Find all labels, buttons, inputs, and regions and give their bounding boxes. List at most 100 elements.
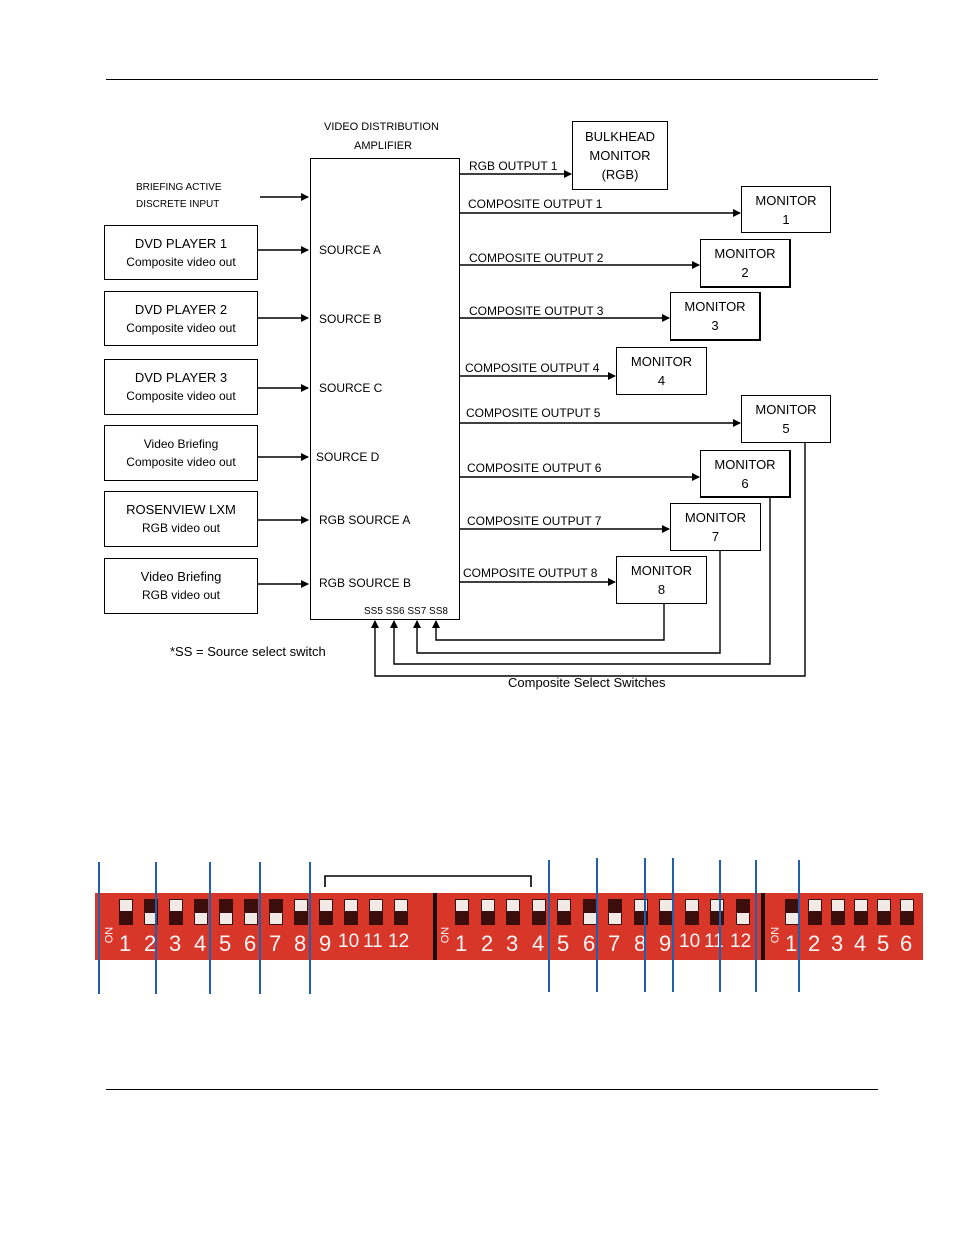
dip-switch[interactable] [831, 899, 845, 925]
dip-switch[interactable] [736, 899, 750, 925]
ss5-feedback [371, 443, 806, 677]
marker-line [98, 862, 100, 994]
dip-switch[interactable] [194, 899, 208, 925]
composite-caption: Composite Select Switches [508, 675, 666, 690]
source-box-video-briefing-composite: Video Briefing Composite video out [104, 425, 258, 481]
source-subtitle: Composite video out [126, 389, 236, 403]
input-label-rgb-source-a: RGB SOURCE A [319, 513, 411, 527]
bulkhead-line3: (RGB) [601, 167, 639, 182]
monitor-number: 4 [657, 373, 666, 388]
dip-switch-number: 11 [704, 931, 724, 952]
dip-switch-number: 6 [900, 931, 913, 956]
dip-switch[interactable] [583, 899, 597, 925]
dip-switch-number: 3 [506, 931, 519, 956]
dip-switch-knob [609, 913, 621, 924]
dip-switch-number: 1 [785, 931, 798, 956]
dip-switch[interactable] [900, 899, 914, 925]
monitor-box-3: MONITOR 3 [670, 292, 761, 341]
output-label-composite-5: COMPOSITE OUTPUT 5 [466, 406, 601, 420]
source-box-dvd-player-1: DVD PLAYER 1 Composite video out [104, 225, 258, 280]
dip-switch[interactable] [394, 899, 408, 925]
source-title: Video Briefing [143, 437, 219, 451]
dip-switch[interactable] [294, 899, 308, 925]
dip-switch-number: 1 [455, 931, 468, 956]
dip-switch[interactable] [506, 899, 520, 925]
dip-switch-number: 12 [730, 931, 752, 952]
dip-switch-number: 2 [481, 931, 494, 956]
dip-switch-knob [195, 913, 207, 924]
dip-switch-number: 3 [169, 931, 182, 956]
source-box-video-briefing-rgb: Video Briefing RGB video out [104, 558, 258, 614]
ss6-feedback [390, 497, 771, 665]
dip-switch[interactable] [685, 899, 699, 925]
input-label-source-a: SOURCE A [319, 243, 382, 257]
output-label-composite-8: COMPOSITE OUTPUT 8 [463, 566, 598, 580]
input-label-source-c: SOURCE C [319, 381, 383, 395]
marker-line [596, 858, 598, 992]
dip-switch[interactable] [219, 899, 233, 925]
dip-switch[interactable] [608, 899, 622, 925]
dip-switch[interactable] [481, 899, 495, 925]
monitor-number: 7 [711, 529, 720, 544]
dip-switch[interactable] [532, 899, 546, 925]
ss7-feedback [413, 550, 721, 654]
ss8-feedback [432, 604, 665, 641]
dip-switch[interactable] [557, 899, 571, 925]
dip-switch[interactable] [269, 899, 283, 925]
marker-line [548, 860, 550, 992]
source-subtitle: Composite video out [126, 320, 236, 335]
monitor-box-7: MONITOR 7 [670, 503, 761, 551]
bulkhead-line2: MONITOR [589, 148, 651, 163]
dip-switch-number: 11 [363, 931, 383, 952]
dip-switch[interactable] [659, 899, 673, 925]
amplifier-title-line2: AMPLIFIER [354, 140, 413, 152]
dip-switch-knob [558, 900, 570, 911]
marker-line [209, 862, 211, 994]
marker-line [644, 858, 646, 992]
switch-bracket [324, 875, 532, 887]
monitor-box-5: MONITOR 5 [741, 395, 831, 443]
on-label: ON [439, 926, 452, 944]
monitor-number: 2 [741, 265, 749, 280]
dip-switch[interactable] [854, 899, 868, 925]
dip-switch[interactable] [785, 899, 799, 925]
dip-switch[interactable] [455, 899, 469, 925]
marker-line [259, 862, 261, 994]
dip-switch[interactable] [344, 899, 358, 925]
source-title: DVD PLAYER 1 [134, 235, 228, 251]
dip-switch[interactable] [144, 899, 158, 925]
dip-switch-number: 2 [808, 931, 821, 956]
input-label-rgb-source-b: RGB SOURCE B [319, 576, 412, 590]
dip-switch[interactable] [119, 899, 133, 925]
dip-switch[interactable] [169, 899, 183, 925]
dip-switch[interactable] [244, 899, 258, 925]
bulkhead-line1: BULKHEAD [584, 129, 656, 144]
monitor-box-6: MONITOR 6 [700, 450, 791, 498]
dip-switch[interactable] [877, 899, 891, 925]
dip-switch[interactable] [369, 899, 383, 925]
output-label-rgb-1: RGB OUTPUT 1 [469, 159, 558, 173]
source-title: Video Briefing [140, 569, 222, 584]
dip-switch-knob [120, 900, 132, 911]
dip-switch[interactable] [319, 899, 333, 925]
dip-switch-number: 3 [831, 931, 844, 956]
dip-switch-knob [395, 900, 407, 911]
dip-switch-number: 4 [532, 931, 545, 956]
dip-switch-number: 5 [557, 931, 570, 956]
dip-switch[interactable] [808, 899, 822, 925]
monitor-box-1: MONITOR 1 [741, 186, 831, 233]
video-distribution-amplifier [310, 158, 460, 620]
marker-line [309, 862, 311, 994]
source-title: DVD PLAYER 3 [134, 370, 228, 385]
dip-switch-knob [370, 900, 382, 911]
monitor-number: 5 [782, 421, 790, 436]
source-title: DVD PLAYER 2 [134, 301, 228, 317]
marker-line [719, 860, 721, 992]
dip-switch-knob [533, 900, 545, 911]
monitor-number: 3 [711, 318, 719, 333]
dip-switch-knob [482, 900, 494, 911]
source-box-dvd-player-2: DVD PLAYER 2 Composite video out [104, 291, 258, 346]
dip-switch-number: 6 [244, 931, 257, 956]
dip-switch-knob [507, 900, 519, 911]
dip-switch[interactable] [710, 899, 724, 925]
